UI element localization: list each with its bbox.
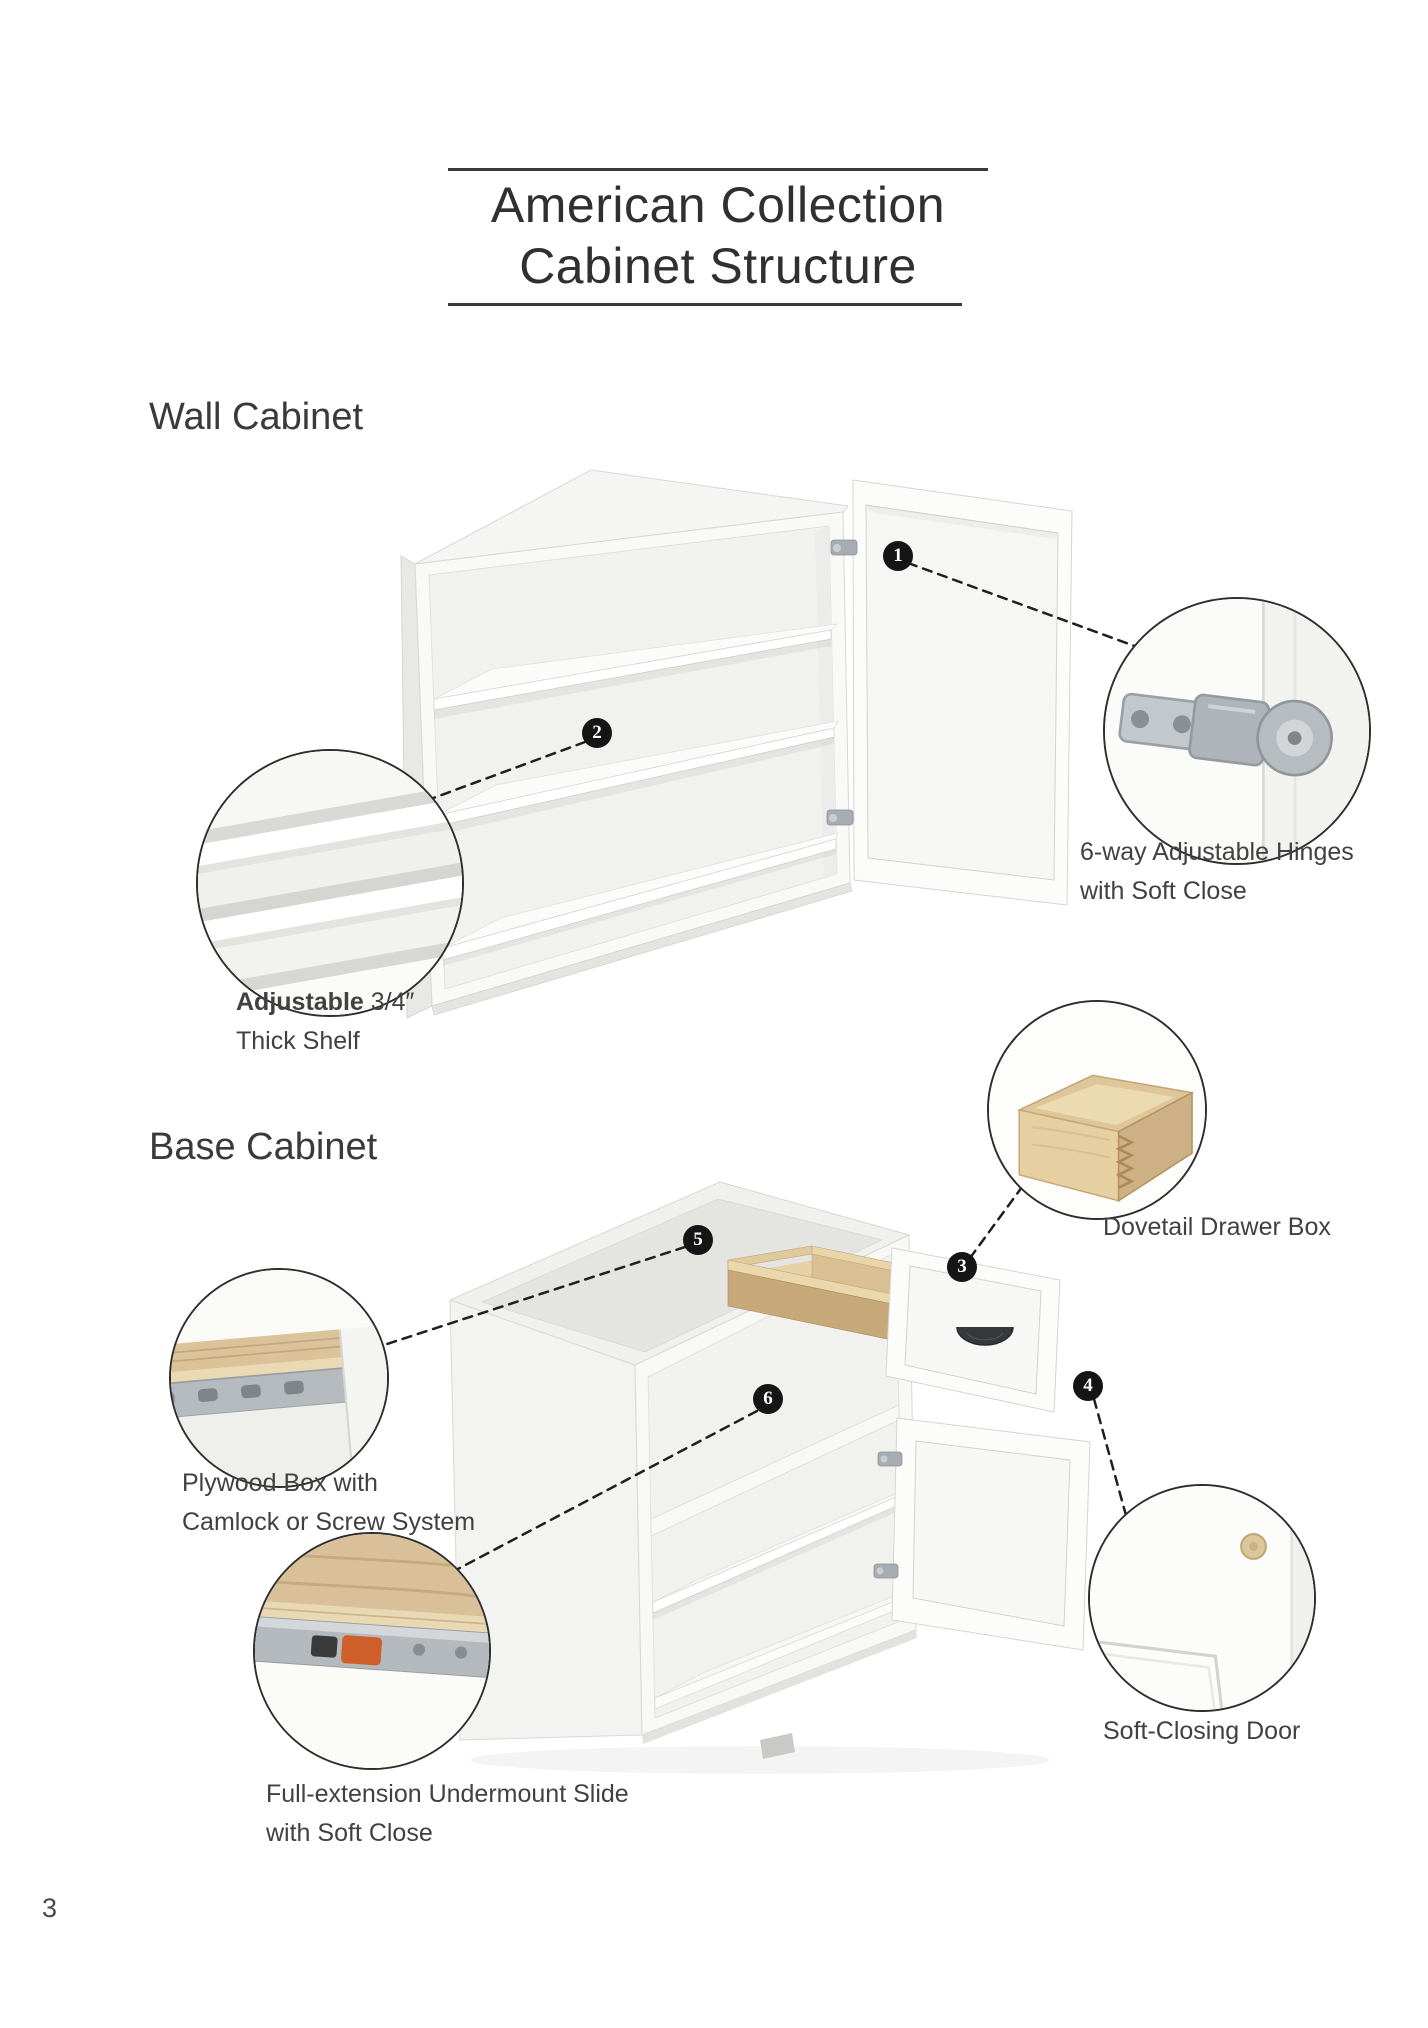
title-rule-bottom — [448, 303, 962, 306]
undermount-slide-detail-inset — [253, 1532, 491, 1770]
plywood-box-caption: Plywood Box with Camlock or Screw System — [182, 1464, 475, 1542]
shelf-caption-line2: Thick Shelf — [236, 1027, 360, 1055]
wall-cabinet-hinge-hardware — [826, 539, 858, 826]
callout-badge-plywood-box: 5 — [683, 1225, 713, 1255]
hinge-caption-line1: 6-way Adjustable Hinges — [1080, 838, 1354, 866]
shelf-detail-inset — [196, 749, 464, 1017]
undermount-slide-graphic — [255, 1534, 489, 1768]
base-cabinet-shadow — [470, 1746, 1050, 1774]
hinge-detail-graphic — [1105, 599, 1369, 863]
slide-caption: Full-extension Undermount Slide with Sof… — [266, 1775, 629, 1853]
callout-badge-door: 4 — [1073, 1371, 1103, 1401]
dovetail-drawer-detail-inset — [987, 1000, 1207, 1220]
plywood-caption-line2: Camlock or Screw System — [182, 1508, 476, 1536]
wall-cabinet-door — [852, 479, 1073, 906]
soft-close-door-caption: Soft-Closing Door — [1103, 1717, 1301, 1745]
slide-rail-icon — [255, 1534, 489, 1768]
wall-cabinet-illustration — [400, 469, 1073, 1019]
page-title-line2: Cabinet Structure — [519, 238, 917, 294]
slide-caption-line2: with Soft Close — [266, 1819, 433, 1847]
shelf-caption-line1: Adjustable 3/4″ — [236, 983, 414, 1022]
callout-badge-hinge: 1 — [883, 541, 913, 571]
soft-close-bumper-icon — [1240, 1533, 1267, 1560]
soft-close-door-detail-inset — [1088, 1484, 1316, 1712]
page-title-line1: American Collection — [490, 177, 946, 233]
drawer-cup-pull-icon — [956, 1326, 1014, 1346]
shelf-caption-rest: 3/4″ — [363, 988, 415, 1016]
title-rule-top — [448, 168, 988, 171]
base-cabinet-interior-shelf — [652, 1489, 905, 1710]
hinge-hardware-icon — [1118, 692, 1333, 777]
base-cabinet-door-hinges — [873, 1451, 903, 1579]
shelf-edges-icon — [198, 751, 462, 1015]
callout-badge-shelf: 2 — [582, 718, 612, 748]
wall-cabinet-shelves — [433, 623, 839, 966]
hinge-caption: 6-way Adjustable Hinges with Soft Close — [1080, 833, 1354, 911]
base-cabinet-illustration — [448, 1181, 1091, 1774]
callout-badge-drawer-box: 3 — [947, 1252, 977, 1282]
hinge-detail-inset — [1103, 597, 1371, 865]
wall-cabinet-heading: Wall Cabinet — [149, 396, 364, 438]
callout-badge-slide: 6 — [753, 1384, 783, 1414]
drawer-box-caption: Dovetail Drawer Box — [1103, 1213, 1331, 1241]
dovetail-drawer-graphic — [989, 1002, 1205, 1218]
shelf-detail-graphic — [198, 751, 462, 1015]
soft-close-door-graphic — [1090, 1486, 1314, 1710]
shelf-caption: Adjustable 3/4″ Thick Shelf — [236, 983, 414, 1061]
drawer-box-icon — [1016, 1074, 1195, 1203]
plywood-box-detail-inset — [169, 1268, 389, 1488]
base-cabinet-door — [891, 1417, 1091, 1651]
page-title-block: American Collection Cabinet Structure — [448, 168, 988, 306]
shelf-caption-bold: Adjustable — [236, 988, 364, 1016]
plywood-caption-line1: Plywood Box with — [182, 1469, 378, 1497]
base-cabinet-drawer-front — [885, 1247, 1061, 1413]
plywood-box-graphic — [171, 1270, 387, 1486]
hinge-caption-line2: with Soft Close — [1080, 877, 1247, 905]
slide-caption-line1: Full-extension Undermount Slide — [266, 1780, 629, 1808]
base-cabinet-heading: Base Cabinet — [149, 1126, 378, 1168]
plywood-corner-icon — [171, 1270, 387, 1486]
page-number: 3 — [42, 1893, 58, 1923]
